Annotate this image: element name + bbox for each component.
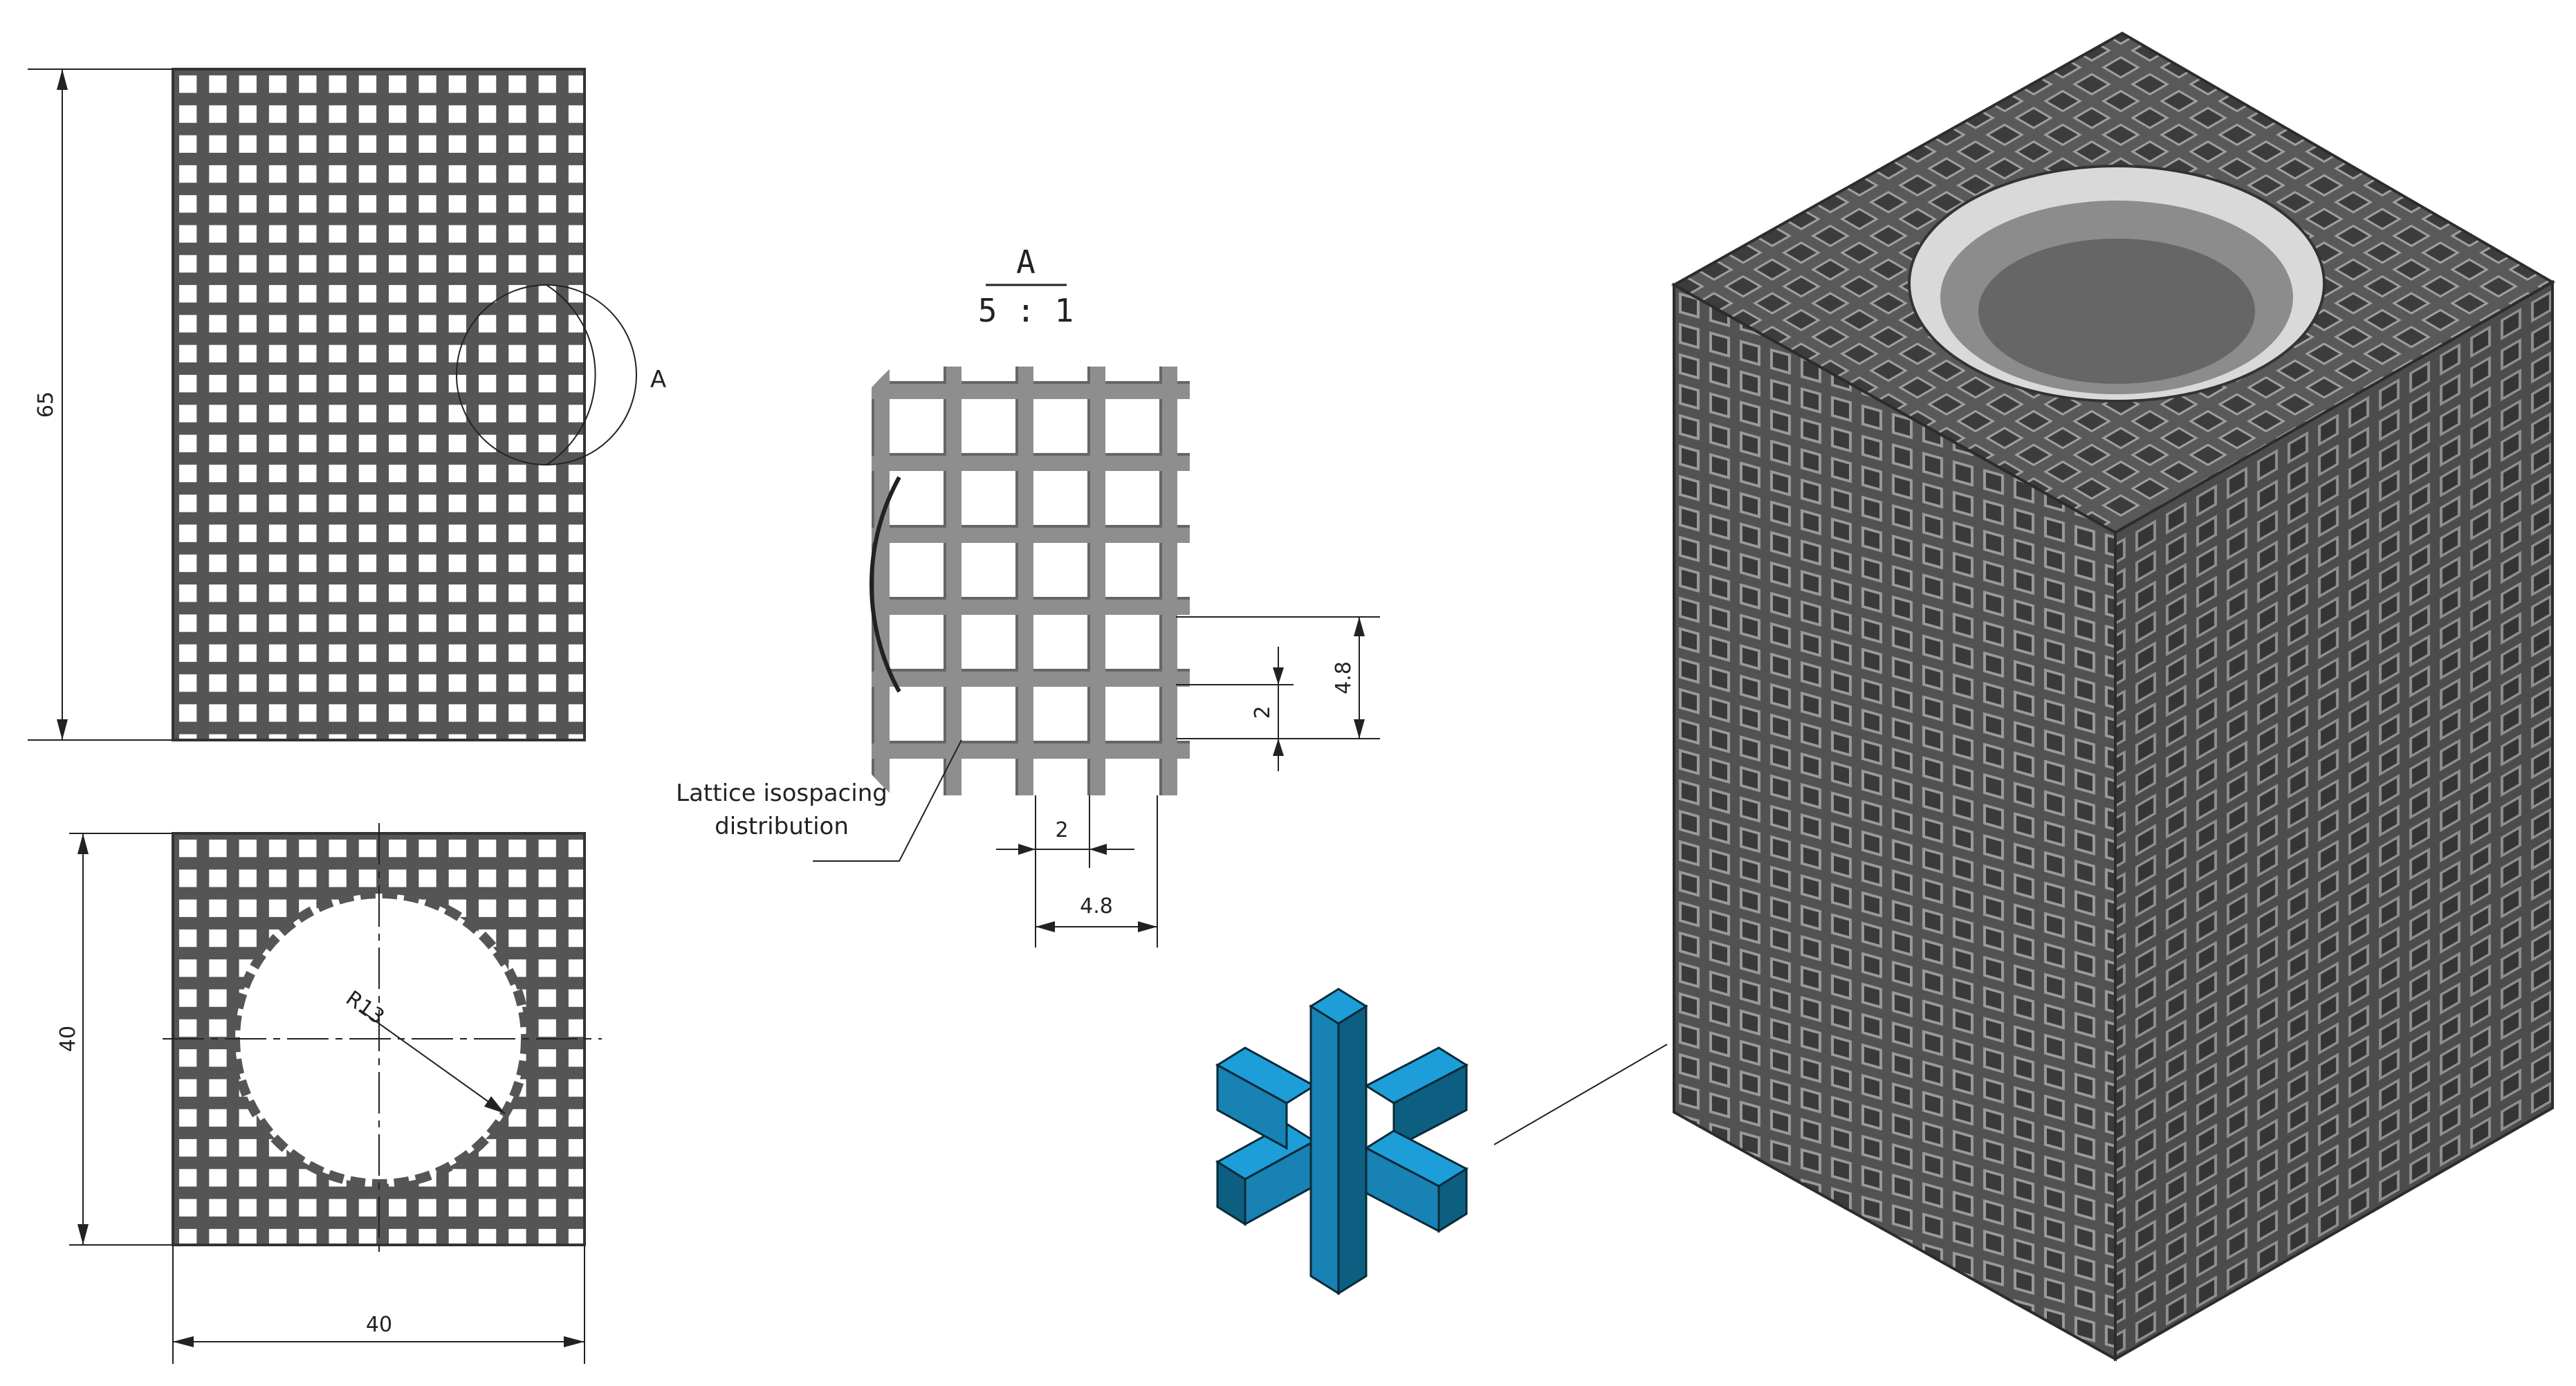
- radius-leader: [359, 1009, 506, 1114]
- top-bottom-dim: 40: [366, 1313, 392, 1337]
- detail-lattice: [872, 367, 1190, 795]
- callout-line1: Lattice isospacing: [676, 779, 887, 807]
- detail-marker-a: A: [650, 366, 666, 394]
- unit-cell-leader: [1493, 1044, 1668, 1145]
- top-view: R13 40 40: [56, 823, 602, 1364]
- callout-leader: [813, 739, 962, 862]
- front-view: 65 A: [28, 68, 666, 741]
- callout-line2: distribution: [715, 813, 849, 840]
- detail-strut-h: 2: [1055, 818, 1068, 842]
- block-right-face: [2114, 279, 2554, 1362]
- front-height-dim: 65: [34, 391, 58, 418]
- top-side-dim: 40: [56, 1026, 80, 1052]
- detail-view: A 5 : 1 4.8 2 2 4.8 Latt: [676, 243, 1380, 948]
- unit-cell-icon: [1215, 988, 1469, 1295]
- detail-strut-v: 2: [1251, 705, 1275, 719]
- detail-scale: 5 : 1: [978, 292, 1074, 329]
- detail-title: A: [1016, 243, 1036, 281]
- detail-pitch-v: 4.8: [1332, 661, 1356, 694]
- front-lattice: [172, 68, 586, 741]
- lattice-block-icon: [1671, 31, 2556, 1362]
- detail-pitch-h: 4.8: [1080, 894, 1113, 918]
